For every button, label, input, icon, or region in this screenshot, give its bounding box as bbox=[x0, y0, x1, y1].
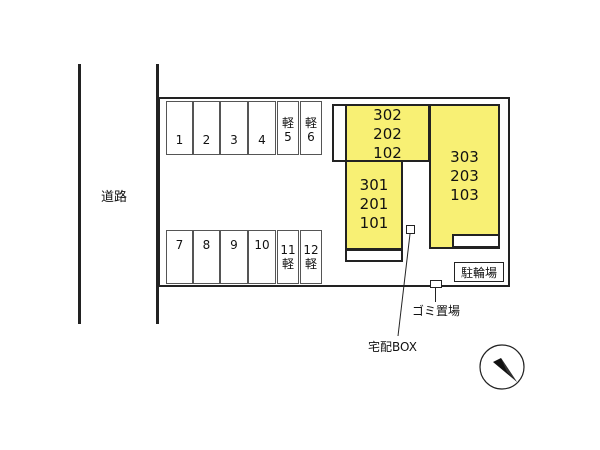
building-a-units: 302 202 102 bbox=[373, 106, 402, 162]
building-b-base bbox=[345, 249, 403, 262]
building-b-units: 301 201 101 bbox=[359, 176, 389, 232]
parking-space-2: 2 bbox=[193, 101, 220, 155]
garbage-label: ゴミ置場 bbox=[412, 304, 461, 318]
road-line-right bbox=[156, 64, 159, 324]
parking-space-12-kei: 12 軽 bbox=[300, 230, 322, 284]
building-b bbox=[345, 160, 403, 250]
north-arrow-icon bbox=[479, 344, 525, 390]
parking-space-11-kei: 11 軽 bbox=[277, 230, 299, 284]
parking-space-8: 8 bbox=[193, 230, 220, 284]
building-c bbox=[429, 104, 500, 249]
parking-space-3: 3 bbox=[220, 101, 248, 155]
garbage-marker bbox=[430, 280, 442, 288]
bicycle-parking: 駐輪場 bbox=[454, 262, 504, 282]
delivery-box-marker bbox=[406, 225, 415, 234]
delivery-box-label: 宅配BOX bbox=[368, 340, 417, 354]
building-c-base bbox=[452, 234, 500, 248]
parking-space-1: 1 bbox=[166, 101, 193, 155]
parking-space-9: 9 bbox=[220, 230, 248, 284]
road-label: 道路 bbox=[101, 190, 128, 205]
parking-space-7: 7 bbox=[166, 230, 193, 284]
parking-space-5-kei: 軽 5 bbox=[277, 101, 299, 155]
parking-space-6-kei: 軽 6 bbox=[300, 101, 322, 155]
building-c-units: 303 203 103 bbox=[450, 148, 479, 204]
lot-boundary bbox=[158, 97, 510, 287]
parking-space-10: 10 bbox=[248, 230, 276, 284]
road-line-left bbox=[78, 64, 81, 324]
garbage-leader bbox=[435, 288, 436, 302]
parking-space-4: 4 bbox=[248, 101, 276, 155]
